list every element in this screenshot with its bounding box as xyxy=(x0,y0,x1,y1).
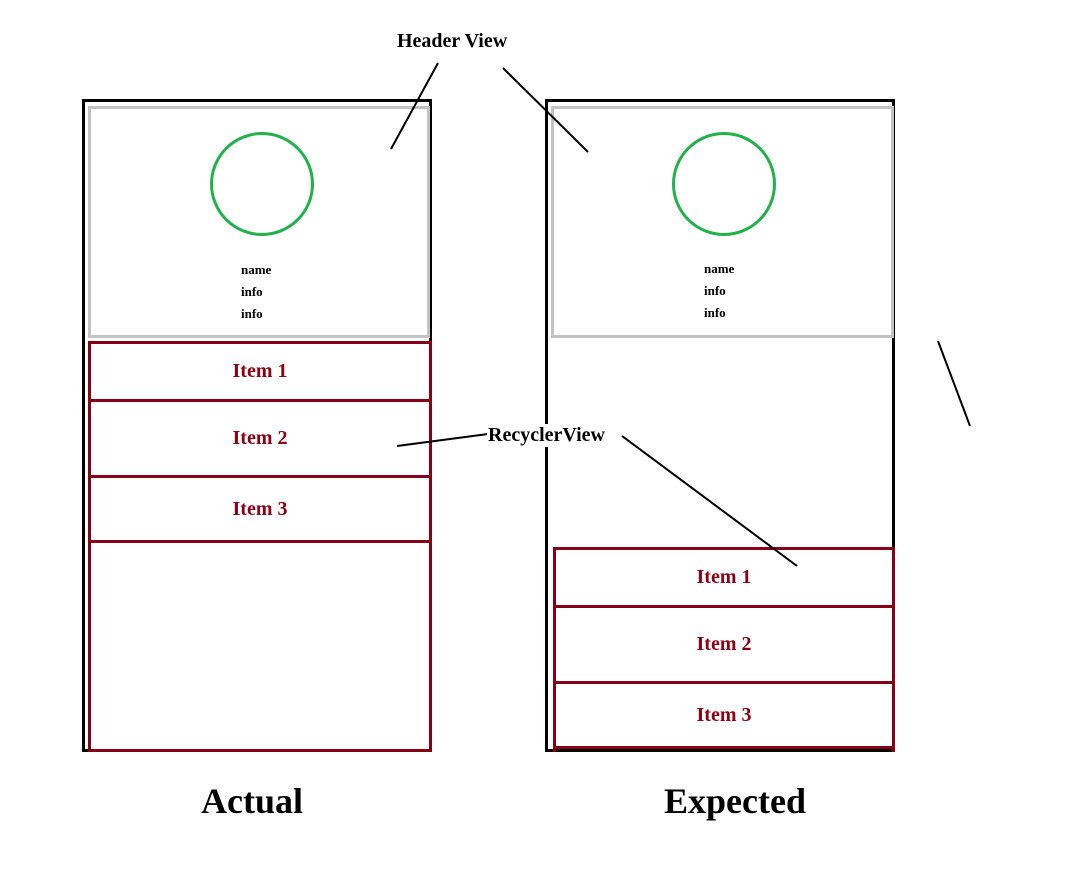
recycler-view: Item 1 Item 2 Item 3 xyxy=(553,547,895,752)
header-view: name info info xyxy=(551,106,894,338)
phone-frame-expected: name info info Item 1 Item 2 Item 3 xyxy=(545,99,895,752)
header-info: info xyxy=(704,305,726,320)
list-item[interactable]: Item 3 xyxy=(91,478,429,543)
header-info: info xyxy=(241,306,263,321)
header-text: name info info xyxy=(704,258,734,324)
pointer-line xyxy=(390,62,439,150)
annotation-label-header-view: Header View xyxy=(397,30,508,52)
list-item[interactable]: Item 1 xyxy=(556,550,892,608)
recycler-view: Item 1 Item 2 Item 3 xyxy=(88,341,432,752)
list-item[interactable]: Item 1 xyxy=(91,344,429,402)
header-info: info xyxy=(241,284,263,299)
list-item[interactable]: Item 2 xyxy=(556,608,892,684)
list-item[interactable]: Item 2 xyxy=(91,402,429,478)
avatar-circle-icon xyxy=(210,132,314,236)
header-view: name info info xyxy=(88,106,430,338)
phone-frame-actual: name info info Item 1 Item 2 Item 3 xyxy=(82,99,432,752)
header-name: name xyxy=(704,261,735,276)
pointer-line xyxy=(621,435,798,567)
stray-line xyxy=(937,340,971,427)
header-text: name info info xyxy=(241,259,271,325)
pointer-line xyxy=(396,433,489,447)
header-name: name xyxy=(241,262,272,277)
caption-expected: Expected xyxy=(664,781,806,821)
avatar-circle-icon xyxy=(672,132,776,236)
caption-actual: Actual xyxy=(201,781,303,821)
annotation-label-recycler-view: RecyclerView xyxy=(487,424,606,447)
list-item[interactable]: Item 3 xyxy=(556,684,892,749)
pointer-line xyxy=(502,67,589,153)
header-info: info xyxy=(704,283,726,298)
